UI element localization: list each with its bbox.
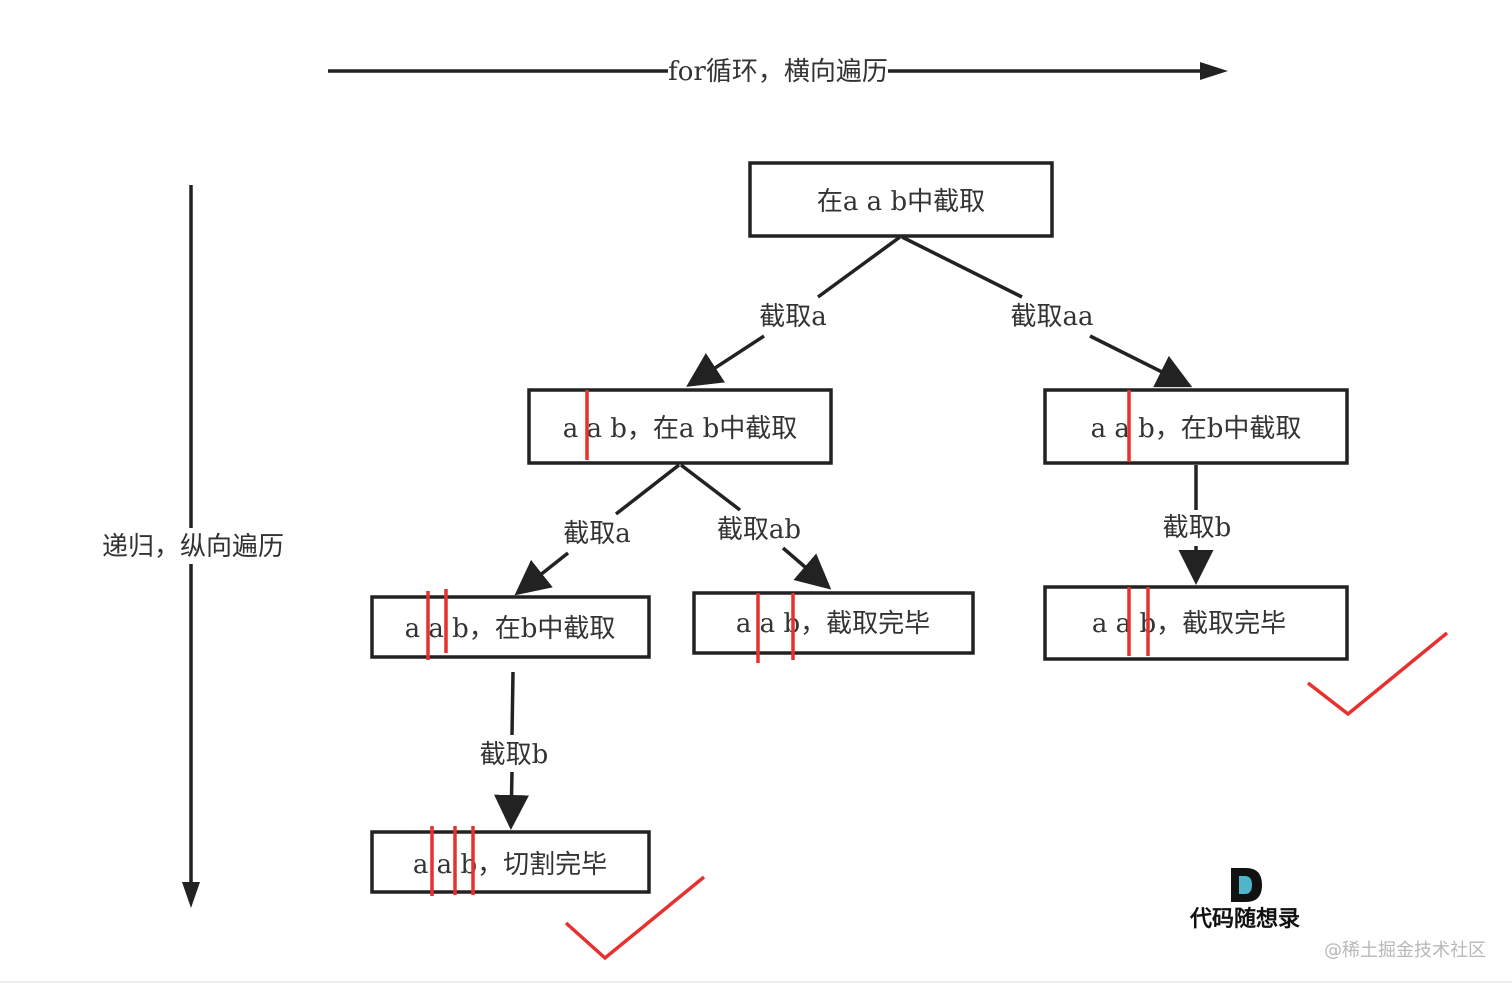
edge-label: 截取ab bbox=[717, 515, 801, 545]
logo-text: 代码随想录 bbox=[1189, 906, 1300, 932]
node-label: 在a a b中截取 bbox=[817, 187, 985, 217]
node-label: a a b，切割完毕 bbox=[413, 850, 607, 880]
node-root: 在a a b中截取 bbox=[748, 161, 1054, 238]
node-right1: a a b，在b中截取 bbox=[1043, 388, 1349, 465]
edge-label: 截取a bbox=[759, 302, 827, 332]
node-left2a: a a b，在b中截取 bbox=[370, 589, 651, 660]
edge-left1-left: 截取a bbox=[514, 463, 681, 596]
node-label: a a b，在b中截取 bbox=[405, 614, 616, 644]
edge-right1-down: 截取b bbox=[1163, 465, 1232, 585]
horizontal-axis: for循环，横向遍历 bbox=[328, 57, 1228, 87]
edge-left1-right: 截取ab bbox=[679, 463, 832, 590]
node-left2b: a a b，截取完毕 bbox=[692, 591, 975, 663]
edge-label: 截取a bbox=[563, 519, 631, 549]
node-left1: a a b，在a b中截取 bbox=[527, 388, 833, 465]
right-arrow-icon bbox=[1200, 62, 1228, 80]
edge-label: 截取b bbox=[1163, 513, 1232, 543]
edge-left2a-down: 截取b bbox=[480, 671, 549, 830]
node-label: a a b，截取完毕 bbox=[1092, 609, 1286, 639]
vertical-axis-label: 递归，纵向遍历 bbox=[102, 532, 284, 562]
checkmark-icon bbox=[1306, 631, 1449, 717]
checkmark-icon bbox=[564, 875, 706, 961]
down-arrow-icon bbox=[182, 882, 200, 908]
node-right2: a a b，截取完毕 bbox=[1043, 585, 1349, 661]
edge-root-left: 截取a bbox=[686, 235, 902, 387]
edge-root-right: 截取aa bbox=[901, 235, 1193, 388]
watermark: @稀土掘金技术社区 bbox=[1324, 940, 1486, 961]
brand-logo: 代码随想录 bbox=[1189, 868, 1300, 932]
horizontal-axis-label: for循环，横向遍历 bbox=[668, 57, 888, 87]
edge-label: 截取aa bbox=[1010, 302, 1093, 332]
node-leaf: a a b，切割完毕 bbox=[370, 826, 651, 896]
node-label: a a b，截取完毕 bbox=[736, 609, 930, 639]
node-label: a a b，在b中截取 bbox=[1091, 414, 1302, 444]
node-label: a a b，在a b中截取 bbox=[563, 414, 798, 444]
edge-label: 截取b bbox=[480, 740, 549, 770]
vertical-axis: 递归，纵向遍历 bbox=[102, 185, 284, 908]
